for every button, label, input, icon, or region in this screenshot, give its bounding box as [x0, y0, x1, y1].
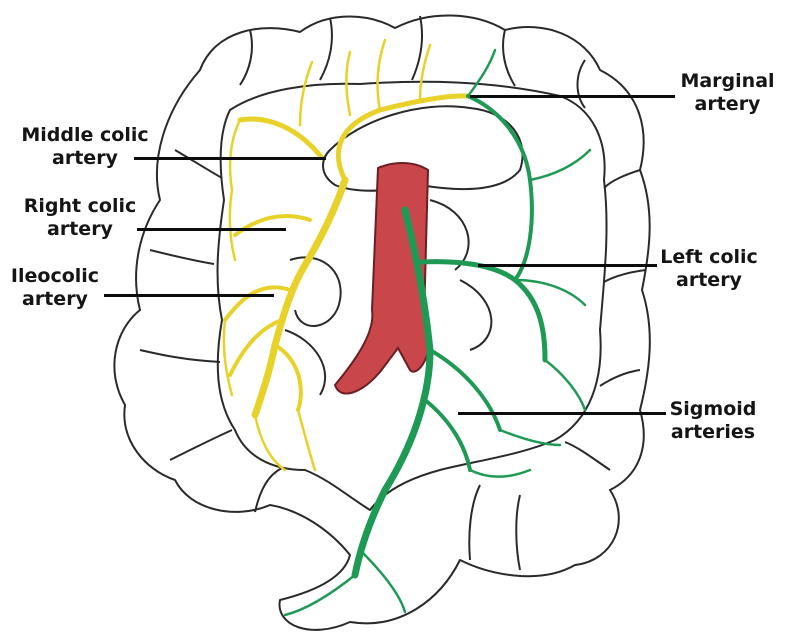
- ileocolic-line1: Ileocolic: [10, 265, 100, 287]
- marginal-leader: [470, 95, 675, 98]
- superior-mesenteric-branches: [222, 38, 471, 472]
- inferior-mesenteric-branches: [283, 48, 592, 617]
- middle-colic-leader: [134, 157, 326, 160]
- marginal-line1: Marginal: [680, 70, 775, 92]
- sigmoid-line1: Sigmoid: [669, 398, 757, 420]
- right-colic-line2: artery: [47, 218, 113, 240]
- left-colic-line1: Left colic: [660, 246, 758, 268]
- ileocolic-line2: artery: [22, 288, 88, 310]
- sigmoid-label: Sigmoid arteries: [658, 398, 768, 444]
- right-colic-line1: Right colic: [23, 195, 137, 217]
- ileocolic-leader: [104, 294, 274, 297]
- marginal-line2: artery: [694, 93, 761, 115]
- sigmoid-line2: arteries: [670, 421, 756, 443]
- left-colic-leader: [478, 264, 657, 267]
- sigmoid-leader: [458, 412, 666, 415]
- ileocolic-label: Ileocolic artery: [5, 265, 105, 311]
- right-colic-leader: [137, 228, 286, 231]
- middle-colic-label: Middle colic artery: [0, 124, 170, 170]
- middle-colic-line2: artery: [52, 147, 118, 169]
- left-colic-label: Left colic artery: [648, 246, 770, 292]
- colon-outline: [113, 14, 651, 631]
- left-colic-line2: artery: [676, 269, 742, 291]
- marginal-label: Marginal artery: [670, 70, 785, 116]
- aorta: [333, 162, 431, 395]
- colon-inner-outline: [216, 80, 608, 511]
- small-intestine-loops: [284, 199, 493, 396]
- transverse-mesocolon: [322, 105, 524, 192]
- middle-colic-line1: Middle colic: [21, 124, 149, 146]
- right-colic-label: Right colic artery: [20, 195, 140, 241]
